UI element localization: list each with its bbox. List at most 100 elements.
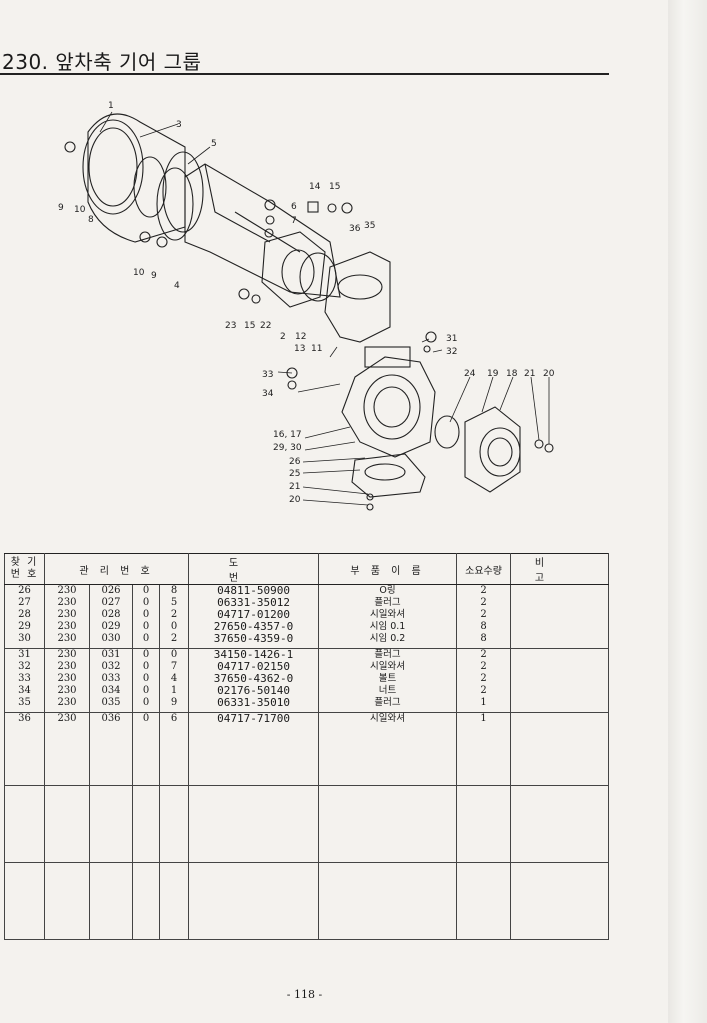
callout: 12 bbox=[295, 332, 306, 342]
cell-d: 2 bbox=[158, 633, 190, 649]
cell-pn: 06331-35012 bbox=[188, 597, 320, 609]
cell-qty: 2 bbox=[456, 648, 512, 661]
cell-d: 4 bbox=[158, 673, 190, 685]
cell-b: 030 bbox=[89, 633, 133, 649]
callout: 9 bbox=[151, 271, 157, 281]
cell-pn: 04717-02150 bbox=[188, 661, 320, 673]
callout: 7 bbox=[291, 216, 297, 226]
callout: 29, 30 bbox=[273, 443, 302, 453]
cell-c: 0 bbox=[132, 633, 160, 649]
page-edge bbox=[668, 0, 707, 1023]
cell-a: 230 bbox=[44, 673, 90, 685]
cell-d: 7 bbox=[158, 661, 190, 673]
callout: 15 bbox=[244, 321, 255, 331]
cell-b: 034 bbox=[89, 685, 133, 697]
cell-a: 230 bbox=[44, 697, 90, 713]
cell-rem bbox=[510, 685, 610, 697]
cell-ref: 29 bbox=[4, 621, 45, 633]
cell-ref: 33 bbox=[4, 673, 45, 685]
cell-b: 029 bbox=[89, 621, 133, 633]
empty-cell bbox=[188, 862, 320, 940]
exploded-parts-diagram: 1 3 5 9 10 8 6 7 14 15 36 35 10 9 4 23 1… bbox=[58, 101, 555, 511]
empty-row bbox=[4, 862, 610, 940]
callout: 1 bbox=[108, 101, 114, 111]
cell-name: 플러그 bbox=[318, 597, 458, 609]
callout: 34 bbox=[262, 389, 274, 399]
cell-qty: 8 bbox=[456, 633, 512, 649]
callout: 20 bbox=[543, 369, 555, 379]
callout: 32 bbox=[446, 347, 457, 357]
callout: 13 bbox=[294, 344, 305, 354]
callout: 10 bbox=[133, 268, 145, 278]
callout: 19 bbox=[487, 369, 499, 379]
callout-labels: 1 3 5 9 10 8 6 7 14 15 36 35 10 9 4 23 1… bbox=[58, 101, 555, 505]
cell-d: 5 bbox=[158, 597, 190, 609]
empty-cell bbox=[4, 785, 45, 863]
title-rule bbox=[0, 73, 609, 75]
cell-pn: 06331-35010 bbox=[188, 697, 320, 713]
callout: 15 bbox=[329, 182, 340, 192]
empty-cell bbox=[89, 862, 133, 940]
cell-d: 0 bbox=[158, 621, 190, 633]
cell-ref: 32 bbox=[4, 661, 45, 673]
callout: 31 bbox=[446, 334, 457, 344]
callout: 18 bbox=[506, 369, 518, 379]
callout: 25 bbox=[289, 469, 300, 479]
cell-pn: 37650-4362-0 bbox=[188, 673, 320, 685]
cell-qty: 2 bbox=[456, 661, 512, 673]
callout: 11 bbox=[311, 344, 322, 354]
cell-name: 플러그 bbox=[318, 648, 458, 661]
cell-pn: 04717-71700 bbox=[188, 712, 320, 786]
cell-name: 시임 0.2 bbox=[318, 633, 458, 649]
empty-cell bbox=[510, 785, 610, 863]
cell-c: 0 bbox=[132, 685, 160, 697]
callout: 10 bbox=[74, 205, 86, 215]
page-title: 230. 앞차축 기어 그룹 bbox=[2, 50, 202, 74]
cell-name: 시임 0.1 bbox=[318, 621, 458, 633]
cell-name: 플러그 bbox=[318, 697, 458, 713]
callout: 6 bbox=[291, 202, 297, 212]
empty-cell bbox=[318, 862, 458, 940]
cell-ref: 36 bbox=[4, 712, 45, 786]
callout: 22 bbox=[260, 321, 271, 331]
cell-rem bbox=[510, 648, 610, 661]
callout: 14 bbox=[309, 182, 321, 192]
cell-pn: 27650-4357-0 bbox=[188, 621, 320, 633]
cell-rem bbox=[510, 712, 610, 786]
cell-c: 0 bbox=[132, 673, 160, 685]
cell-a: 230 bbox=[44, 712, 90, 786]
cell-d: 0 bbox=[158, 648, 190, 661]
cell-rem bbox=[510, 597, 610, 609]
cell-qty: 1 bbox=[456, 712, 512, 786]
cell-a: 230 bbox=[44, 621, 90, 633]
cell-b: 032 bbox=[89, 661, 133, 673]
empty-cell bbox=[44, 862, 90, 940]
callout: 36 bbox=[349, 224, 361, 234]
cell-pn: 04717-01200 bbox=[188, 609, 320, 621]
cell-c: 0 bbox=[132, 621, 160, 633]
cell-ref: 27 bbox=[4, 597, 45, 609]
empty-cell bbox=[158, 785, 190, 863]
empty-cell bbox=[456, 785, 512, 863]
header-ref-line2: 번 호 bbox=[10, 569, 39, 580]
cell-qty: 2 bbox=[456, 685, 512, 697]
page-number: - 118 - bbox=[286, 988, 323, 1001]
cell-c: 0 bbox=[132, 661, 160, 673]
cell-pn: 02176-50140 bbox=[188, 685, 320, 697]
callout: 20 bbox=[289, 495, 301, 505]
cell-name: O링 bbox=[318, 584, 458, 597]
axle-housing-drawing bbox=[64, 113, 554, 511]
cell-b: 027 bbox=[89, 597, 133, 609]
cell-rem bbox=[510, 621, 610, 633]
cell-qty: 8 bbox=[456, 621, 512, 633]
empty-cell bbox=[318, 785, 458, 863]
cell-b: 028 bbox=[89, 609, 133, 621]
empty-cell bbox=[510, 862, 610, 940]
cell-a: 230 bbox=[44, 584, 90, 597]
callout: 4 bbox=[174, 281, 180, 291]
header-mgmt-no: 관 리 번 호 bbox=[43, 553, 190, 585]
cell-rem bbox=[510, 697, 610, 713]
